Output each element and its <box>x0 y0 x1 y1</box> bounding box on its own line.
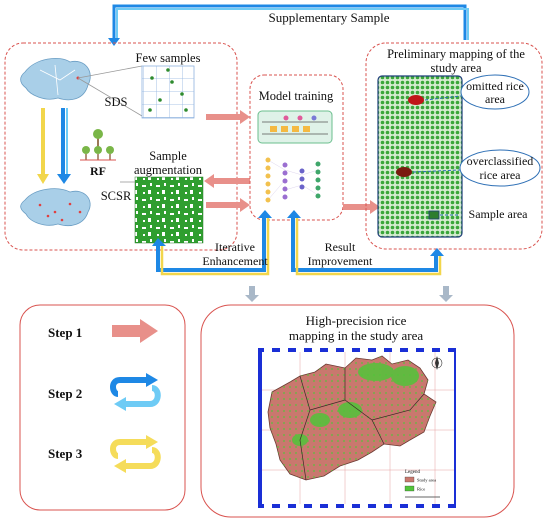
blue-down-arrow <box>57 108 71 184</box>
map-legend-rice: Rice <box>417 487 425 492</box>
step1-arrow-top <box>206 110 250 124</box>
overclassified-annotation-bubble <box>459 149 541 187</box>
north-arrow-icon <box>431 356 443 370</box>
sds-label: SDS <box>105 95 128 109</box>
final-map-panel <box>200 304 515 518</box>
map-legend: Legend Study area Rice <box>404 470 440 498</box>
step1-arrow-bottom <box>206 198 250 212</box>
step3-label: Step 3 <box>48 446 83 461</box>
sample-augmentation-label-2: augmentation <box>134 163 203 177</box>
sampling-panel <box>4 42 238 251</box>
step3-symbol <box>110 435 161 473</box>
iterative-enhancement-label-1: Iterative <box>215 240 255 254</box>
model-training-label: Model training <box>259 89 334 103</box>
few-samples-label: Few samples <box>136 51 201 65</box>
step1-symbol <box>112 319 158 343</box>
step1-arrow-back <box>204 174 250 188</box>
neural-network-icon <box>265 157 321 203</box>
rice-map-preview <box>377 75 463 238</box>
grey-arrow-right <box>439 286 453 302</box>
study-area-map-top <box>20 57 91 101</box>
step1-label: Step 1 <box>48 325 82 340</box>
steps-legend-panel <box>19 304 186 511</box>
lstm-block-icon <box>257 110 333 144</box>
model-training-panel <box>249 74 344 221</box>
sample-area-marker <box>428 210 440 220</box>
overclassified-label-2: rice area <box>480 168 522 182</box>
study-area-map-bottom <box>20 188 91 227</box>
random-forest-icon <box>80 129 116 161</box>
final-map-title-2: mapping in the study area <box>289 328 424 343</box>
step1-arrow-to-mapping <box>343 200 380 214</box>
result-improvement-loop <box>287 210 444 276</box>
step2-symbol <box>110 373 161 411</box>
final-map-title-1: High-precision rice <box>306 313 407 328</box>
preliminary-mapping-panel <box>365 42 543 250</box>
result-improvement-label-2: Improvement <box>308 254 373 268</box>
result-improvement-label-1: Result <box>325 240 356 254</box>
supplementary-sample-arrow <box>108 4 469 46</box>
map-legend-title: Legend <box>405 470 420 475</box>
iterative-enhancement-label-2: Enhancement <box>202 254 268 268</box>
overclassified-label-1: overclassified <box>467 154 534 168</box>
preliminary-mapping-title-1: Preliminary mapping of the <box>387 47 525 61</box>
grey-arrow-left <box>245 286 259 302</box>
omitted-label-1: omitted rice <box>466 79 524 93</box>
map-legend-study-area: Study area <box>417 478 436 483</box>
sample-augmentation-label-1: Sample <box>149 149 187 163</box>
preliminary-mapping-title-2: study area <box>430 61 481 75</box>
omitted-area-marker <box>408 95 424 105</box>
omitted-annotation-bubble <box>460 74 530 110</box>
iterative-enhancement-loop <box>152 210 272 276</box>
overclassified-area-marker <box>396 167 412 177</box>
scsr-label: SCSR <box>101 189 132 203</box>
augmented-samples-image <box>134 176 204 244</box>
sample-area-label: Sample area <box>469 207 529 221</box>
sample-points <box>148 68 188 112</box>
yellow-down-arrow <box>37 108 49 184</box>
rf-label: RF <box>90 164 106 178</box>
omitted-label-2: area <box>485 92 506 106</box>
supplementary-sample-label: Supplementary Sample <box>269 10 390 25</box>
step2-label: Step 2 <box>48 386 82 401</box>
